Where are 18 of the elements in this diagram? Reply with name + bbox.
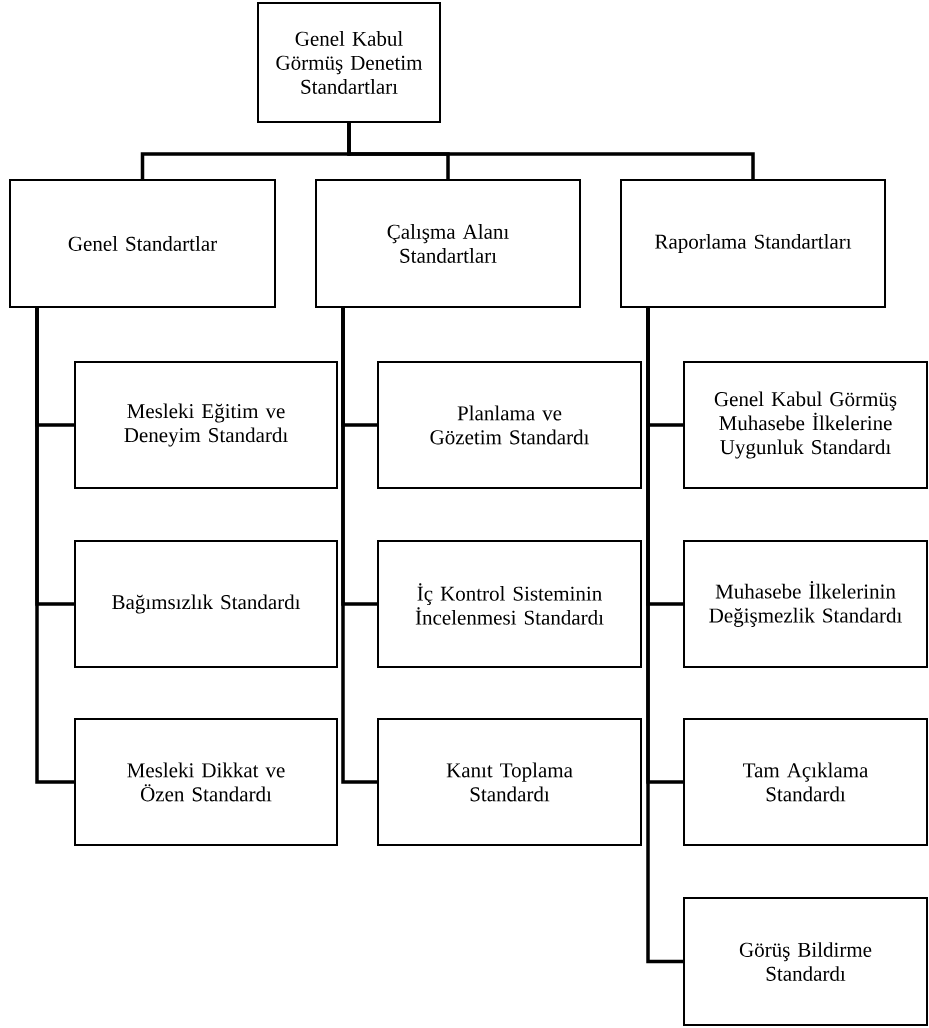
standard-box: Bağımsızlık Standardı	[74, 540, 338, 668]
standard-box: Kanıt Toplama Standardı	[377, 718, 642, 846]
standard-box: Genel Kabul Görmüş Denetim Standartları	[257, 2, 441, 123]
standard-box: Tam Açıklama Standardı	[683, 718, 928, 846]
connector-line	[341, 308, 377, 784]
standard-box: Muhasebe İlkelerinin Değişmezlik Standardı	[683, 540, 928, 668]
standard-box: Genel Kabul Görmüş Muhasebe İlkelerine Uygunluk Standardı	[683, 361, 928, 489]
connector-line	[347, 123, 755, 179]
standard-box: Görüş Bildirme Standardı	[683, 897, 928, 1026]
standard-box: Raporlama Standartları	[620, 179, 886, 308]
standard-box: Mesleki Eğitim ve Deneyim Standardı	[74, 361, 338, 489]
connector-line	[646, 308, 683, 964]
connector-line	[35, 308, 74, 784]
standard-box: İç Kontrol Sisteminin İncelenmesi Standardı	[377, 540, 642, 668]
standard-box: Mesleki Dikkat ve Özen Standardı	[74, 718, 338, 846]
standard-box: Planlama ve Gözetim Standardı	[377, 361, 642, 489]
standard-box: Çalışma Alanı Standartları	[315, 179, 581, 308]
standard-box: Genel Standartlar	[9, 179, 276, 308]
